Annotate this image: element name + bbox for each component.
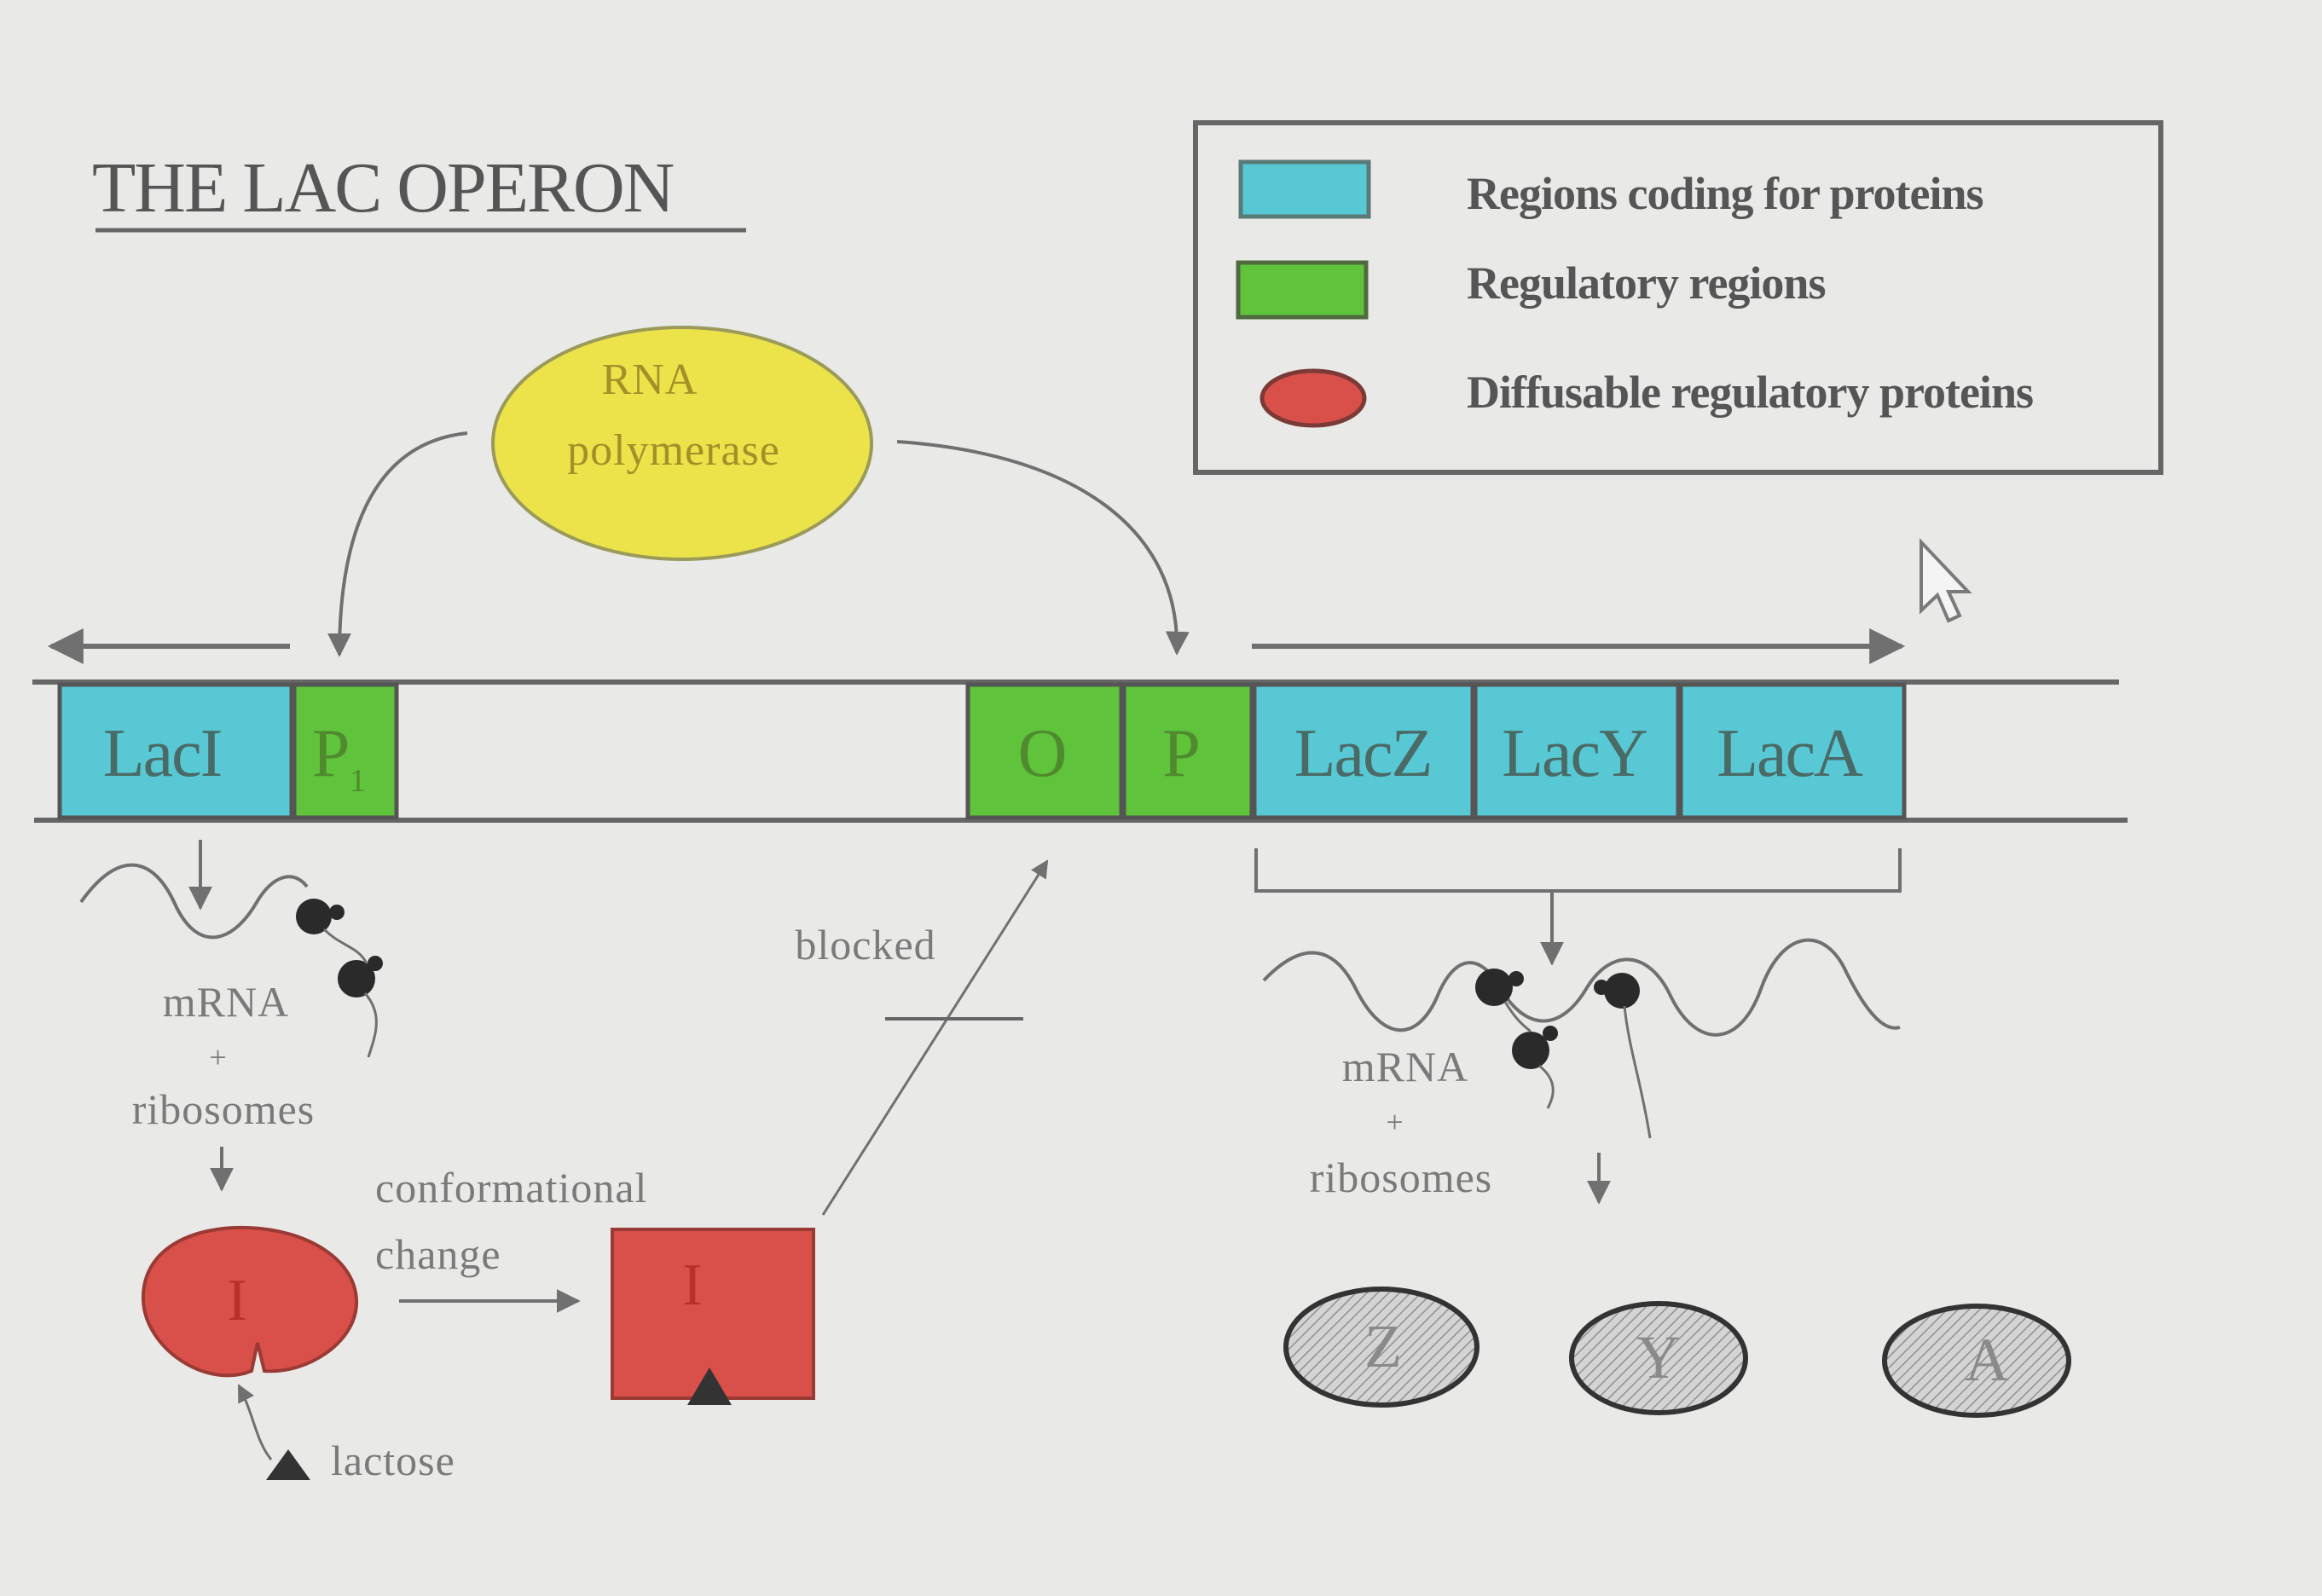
ribosome bbox=[296, 899, 332, 934]
ribosome bbox=[1543, 1026, 1558, 1041]
left-plus-label: + bbox=[209, 1040, 227, 1074]
region-p1 bbox=[292, 682, 399, 820]
repressor-protein: I bbox=[141, 1225, 359, 1378]
mouse-cursor-icon bbox=[1920, 537, 1972, 623]
legend-diffusable-label: Diffusable regulatory proteins bbox=[1467, 367, 2033, 418]
rna-polymerase-oval bbox=[491, 326, 873, 561]
blocked-label: blocked bbox=[795, 921, 935, 969]
protein-a-oval bbox=[1882, 1304, 2071, 1418]
diagram-title: THE LAC OPERON bbox=[92, 148, 746, 233]
left-mrna-strand bbox=[79, 863, 309, 940]
conformational-change-line1: conformational bbox=[375, 1164, 647, 1211]
ribosome bbox=[1604, 973, 1640, 1009]
gene-lacz bbox=[1252, 682, 1475, 820]
repressor-inactive: I bbox=[611, 1228, 815, 1405]
bound-lactose-triangle-icon bbox=[687, 1368, 732, 1405]
left-mrna-label: mRNA bbox=[163, 978, 289, 1026]
repressor-label: I bbox=[227, 1268, 246, 1333]
ribosome bbox=[1594, 980, 1609, 995]
left-ribosomes-label: ribosomes bbox=[132, 1085, 316, 1133]
region-operator-label: O bbox=[1018, 716, 1067, 791]
ribosome bbox=[368, 956, 383, 971]
protein-y-oval bbox=[1569, 1301, 1748, 1415]
legend-box bbox=[1193, 120, 2163, 475]
region-p1-subscript: 1 bbox=[350, 763, 365, 799]
title-text: THE LAC OPERON bbox=[92, 148, 674, 228]
gene-laca bbox=[1678, 682, 1907, 820]
ribosome bbox=[329, 905, 345, 920]
ribosome bbox=[1512, 1032, 1549, 1069]
lactose-triangle-icon bbox=[266, 1449, 310, 1480]
protein-a: A bbox=[1882, 1304, 2071, 1418]
conformational-change-line2: change bbox=[375, 1230, 501, 1278]
blocked-binding-arrow bbox=[821, 859, 1049, 1216]
dna-strand: LacI P 1 O P LacZ LacY LacA bbox=[32, 679, 2128, 823]
lactose-label: lactose bbox=[331, 1437, 455, 1484]
right-polypeptide-chains bbox=[1503, 1001, 1652, 1139]
right-plus-label: + bbox=[1386, 1105, 1404, 1139]
legend-regulatory-label: Regulatory regions bbox=[1467, 257, 1825, 309]
right-ribosomes bbox=[1475, 969, 1652, 1139]
protein-y-label: Y bbox=[1636, 1323, 1681, 1391]
left-polypeptide-chains bbox=[322, 928, 378, 1058]
rna-polymerase-line2: polymerase bbox=[567, 426, 780, 475]
right-mrna-strand bbox=[1262, 938, 1901, 1037]
gene-laci-label: LacI bbox=[103, 716, 222, 791]
operon-transcript-bracket bbox=[1254, 848, 1902, 893]
legend-coding-swatch bbox=[1238, 159, 1371, 219]
ribosome bbox=[1475, 969, 1513, 1006]
protein-y: Y bbox=[1569, 1301, 1748, 1415]
protein-z-oval bbox=[1283, 1287, 1479, 1408]
gene-laci bbox=[57, 682, 294, 820]
rna-polymerase-line1: RNA bbox=[602, 356, 698, 404]
ribosome bbox=[338, 960, 375, 998]
repressor-inactive-shape bbox=[611, 1228, 815, 1400]
gene-laca-label: LacA bbox=[1717, 716, 1863, 791]
protein-a-label: A bbox=[1965, 1326, 2009, 1394]
region-operator bbox=[965, 682, 1124, 820]
gene-lacy-label: LacY bbox=[1502, 716, 1647, 791]
repressor-shape bbox=[141, 1225, 359, 1378]
left-ribosomes bbox=[296, 899, 383, 1058]
polymerase-to-promoter-arrow bbox=[896, 440, 1190, 656]
rna-polymerase: RNA polymerase bbox=[491, 326, 873, 561]
protein-z: Z bbox=[1283, 1287, 1479, 1408]
region-promoter bbox=[1121, 682, 1254, 820]
legend-coding-label: Regions coding for proteins bbox=[1467, 168, 1983, 219]
lactose-binding-arrow bbox=[237, 1384, 273, 1460]
protein-z-label: Z bbox=[1364, 1312, 1402, 1380]
legend: Regions coding for proteins Regulatory r… bbox=[1193, 120, 2163, 475]
polymerase-to-p1-arrow bbox=[327, 431, 468, 657]
gene-lacy bbox=[1473, 682, 1681, 820]
repressor-inactive-label: I bbox=[682, 1252, 702, 1318]
legend-diffusable-swatch bbox=[1259, 368, 1367, 428]
right-ribosomes-label: ribosomes bbox=[1310, 1154, 1493, 1201]
right-mrna-label: mRNA bbox=[1342, 1043, 1468, 1090]
region-promoter-label: P bbox=[1162, 716, 1200, 791]
legend-regulatory-swatch bbox=[1236, 260, 1369, 320]
gene-lacz-label: LacZ bbox=[1294, 716, 1432, 791]
ribosome bbox=[1508, 971, 1524, 986]
region-p1-label: P bbox=[312, 716, 350, 791]
